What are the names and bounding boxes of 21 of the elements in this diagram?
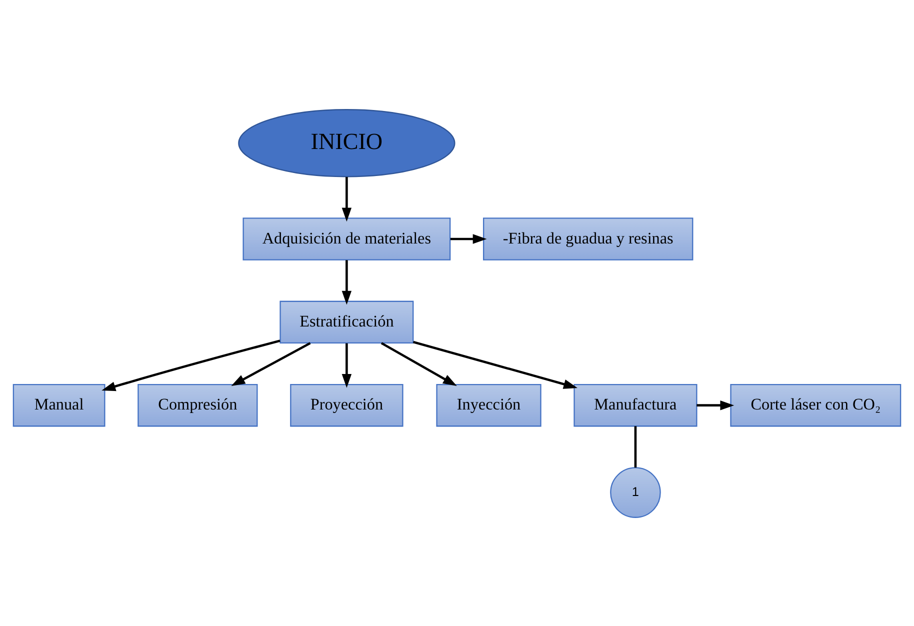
arrow: [450, 234, 487, 244]
arrow: [342, 342, 352, 388]
arrow: [696, 400, 734, 410]
connector: [634, 426, 637, 468]
node-circle: 1: [610, 466, 661, 518]
arrow: [342, 176, 352, 222]
node-ellipse: INICIO: [238, 108, 456, 177]
arrow: [380, 342, 457, 386]
node-box: Proyección: [290, 383, 404, 426]
arrow: [102, 339, 280, 391]
node-box: Estratificación: [280, 300, 414, 344]
arrow: [342, 260, 352, 304]
arrow: [231, 342, 311, 386]
node-box: Manufactura: [574, 383, 698, 426]
node-box: Compresión: [138, 383, 258, 426]
node-box: -Fibra de guadua y resinas: [483, 217, 694, 260]
arrow: [413, 340, 578, 388]
node-box: Corte láser con CO₂: [730, 383, 902, 426]
node-box: Adquisición de materiales: [242, 217, 451, 260]
node-box: Inyección: [436, 383, 542, 426]
node-box: Manual: [12, 383, 106, 426]
